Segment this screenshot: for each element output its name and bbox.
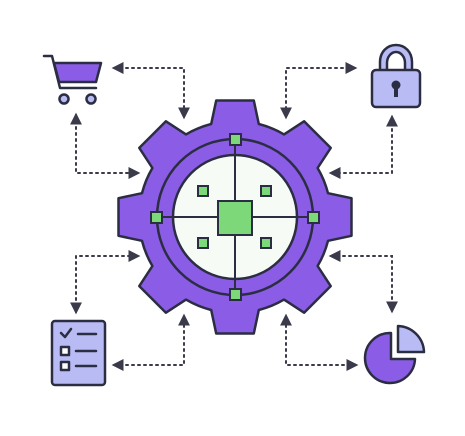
node-top <box>229 133 242 146</box>
checklist-icon <box>50 319 107 387</box>
shopping-cart-icon <box>42 54 103 105</box>
connectors <box>70 62 398 371</box>
connector-pie-to-gear <box>280 313 359 371</box>
pie-chart-icon <box>363 324 426 385</box>
network-nodes <box>150 133 320 301</box>
node-inner-bl <box>197 237 209 249</box>
connector-lock-to-gear <box>280 62 358 120</box>
connector-lock-down <box>328 114 398 179</box>
connector-checklist-to-gear <box>111 313 190 371</box>
gear-network-icon <box>117 99 353 335</box>
connector-checklist-up <box>70 250 141 315</box>
node-left <box>150 211 163 224</box>
connector-pie-up <box>328 250 398 314</box>
connector-cart-to-gear <box>111 62 190 120</box>
padlock-icon <box>370 43 422 109</box>
node-inner-br <box>260 237 272 249</box>
connector-cart-down <box>70 112 141 179</box>
center-node <box>217 200 253 236</box>
node-inner-tr <box>260 185 272 197</box>
node-bottom <box>229 288 242 301</box>
node-right <box>307 211 320 224</box>
node-inner-tl <box>197 185 209 197</box>
